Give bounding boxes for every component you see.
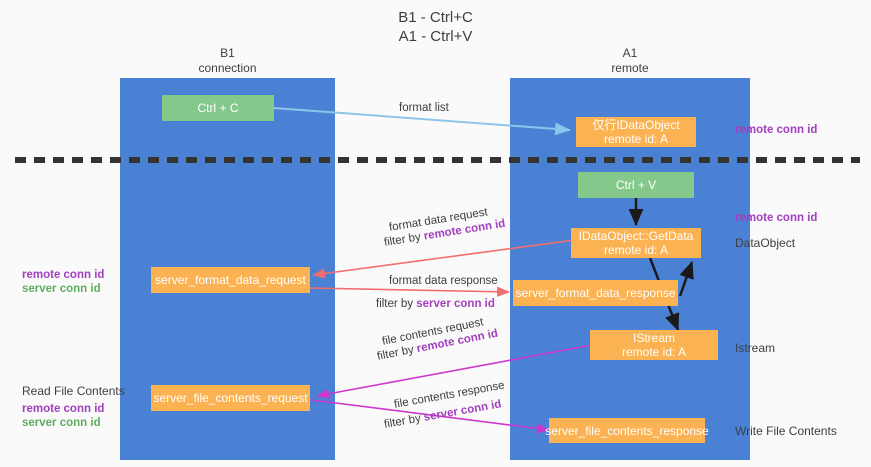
right-label-data-object: DataObject: [735, 236, 796, 250]
filter-key-server-conn-id-1: server conn id: [416, 298, 495, 310]
left-label-read-file-contents: Read File Contents: [22, 384, 125, 398]
column-b1-sub: connection: [198, 61, 257, 75]
node-server-file-contents-response[interactable]: server_file_contents_response: [545, 418, 709, 443]
column-header-a1: A1 remote: [510, 46, 750, 76]
filter-prefix-4: filter by: [383, 411, 425, 431]
column-b1-name: B1: [220, 46, 235, 60]
section-divider: [15, 157, 860, 163]
filter-prefix-2: filter by: [376, 298, 417, 310]
column-a1-name: A1: [622, 46, 638, 60]
title-line-2: A1 - Ctrl+V: [398, 28, 473, 45]
node-getdata-line1: IDataObject::GetData: [578, 229, 694, 243]
node-server-file-contents-request[interactable]: server_file_contents_request: [151, 385, 310, 411]
edge-label-format-list: format list: [399, 102, 449, 114]
left-label-server-conn-id: server conn id: [22, 283, 101, 295]
page-title: B1 - Ctrl+C A1 - Ctrl+V: [0, 8, 871, 46]
node-idataobject-line2: remote id: A: [603, 132, 669, 146]
title-line-1: B1 - Ctrl+C: [398, 9, 473, 26]
node-server-format-data-response[interactable]: server_format_data_response: [513, 280, 678, 306]
right-label-istream: Istream: [735, 341, 776, 355]
right-label-remote-conn-id-mid: remote conn id: [735, 212, 818, 224]
left-label-remote-conn-id: remote conn id: [22, 269, 105, 281]
node-istream-line1: IStream: [632, 331, 675, 345]
edge-label-format-data-response: format data response: [389, 275, 498, 287]
column-a1-sub: remote: [611, 61, 649, 75]
node-istream-line2: remote id: A: [621, 345, 687, 359]
column-header-b1: B1 connection: [120, 46, 335, 76]
right-label-write-file-contents: Write File Contents: [735, 424, 837, 438]
left-label-remote-conn-id-2: remote conn id: [22, 403, 105, 415]
node-idataobject-line1: 仅行IDataObject: [592, 118, 680, 132]
node-idataobject-getdata[interactable]: IDataObject::GetData remote id: A: [571, 228, 701, 258]
node-ctrl-v[interactable]: Ctrl + V: [578, 172, 694, 198]
left-label-server-conn-id-2: server conn id: [22, 417, 101, 429]
node-ctrl-c[interactable]: Ctrl + C: [162, 95, 274, 121]
node-server-format-data-request[interactable]: server_format_data_request: [151, 267, 310, 293]
edge-label-format-data-response-filter: filter by server conn id: [376, 297, 495, 312]
node-getdata-line2: remote id: A: [603, 243, 669, 257]
right-label-remote-conn-id-top: remote conn id: [735, 124, 818, 136]
node-idataobject-remote[interactable]: 仅行IDataObject remote id: A: [576, 117, 696, 147]
node-istream[interactable]: IStream remote id: A: [590, 330, 718, 360]
